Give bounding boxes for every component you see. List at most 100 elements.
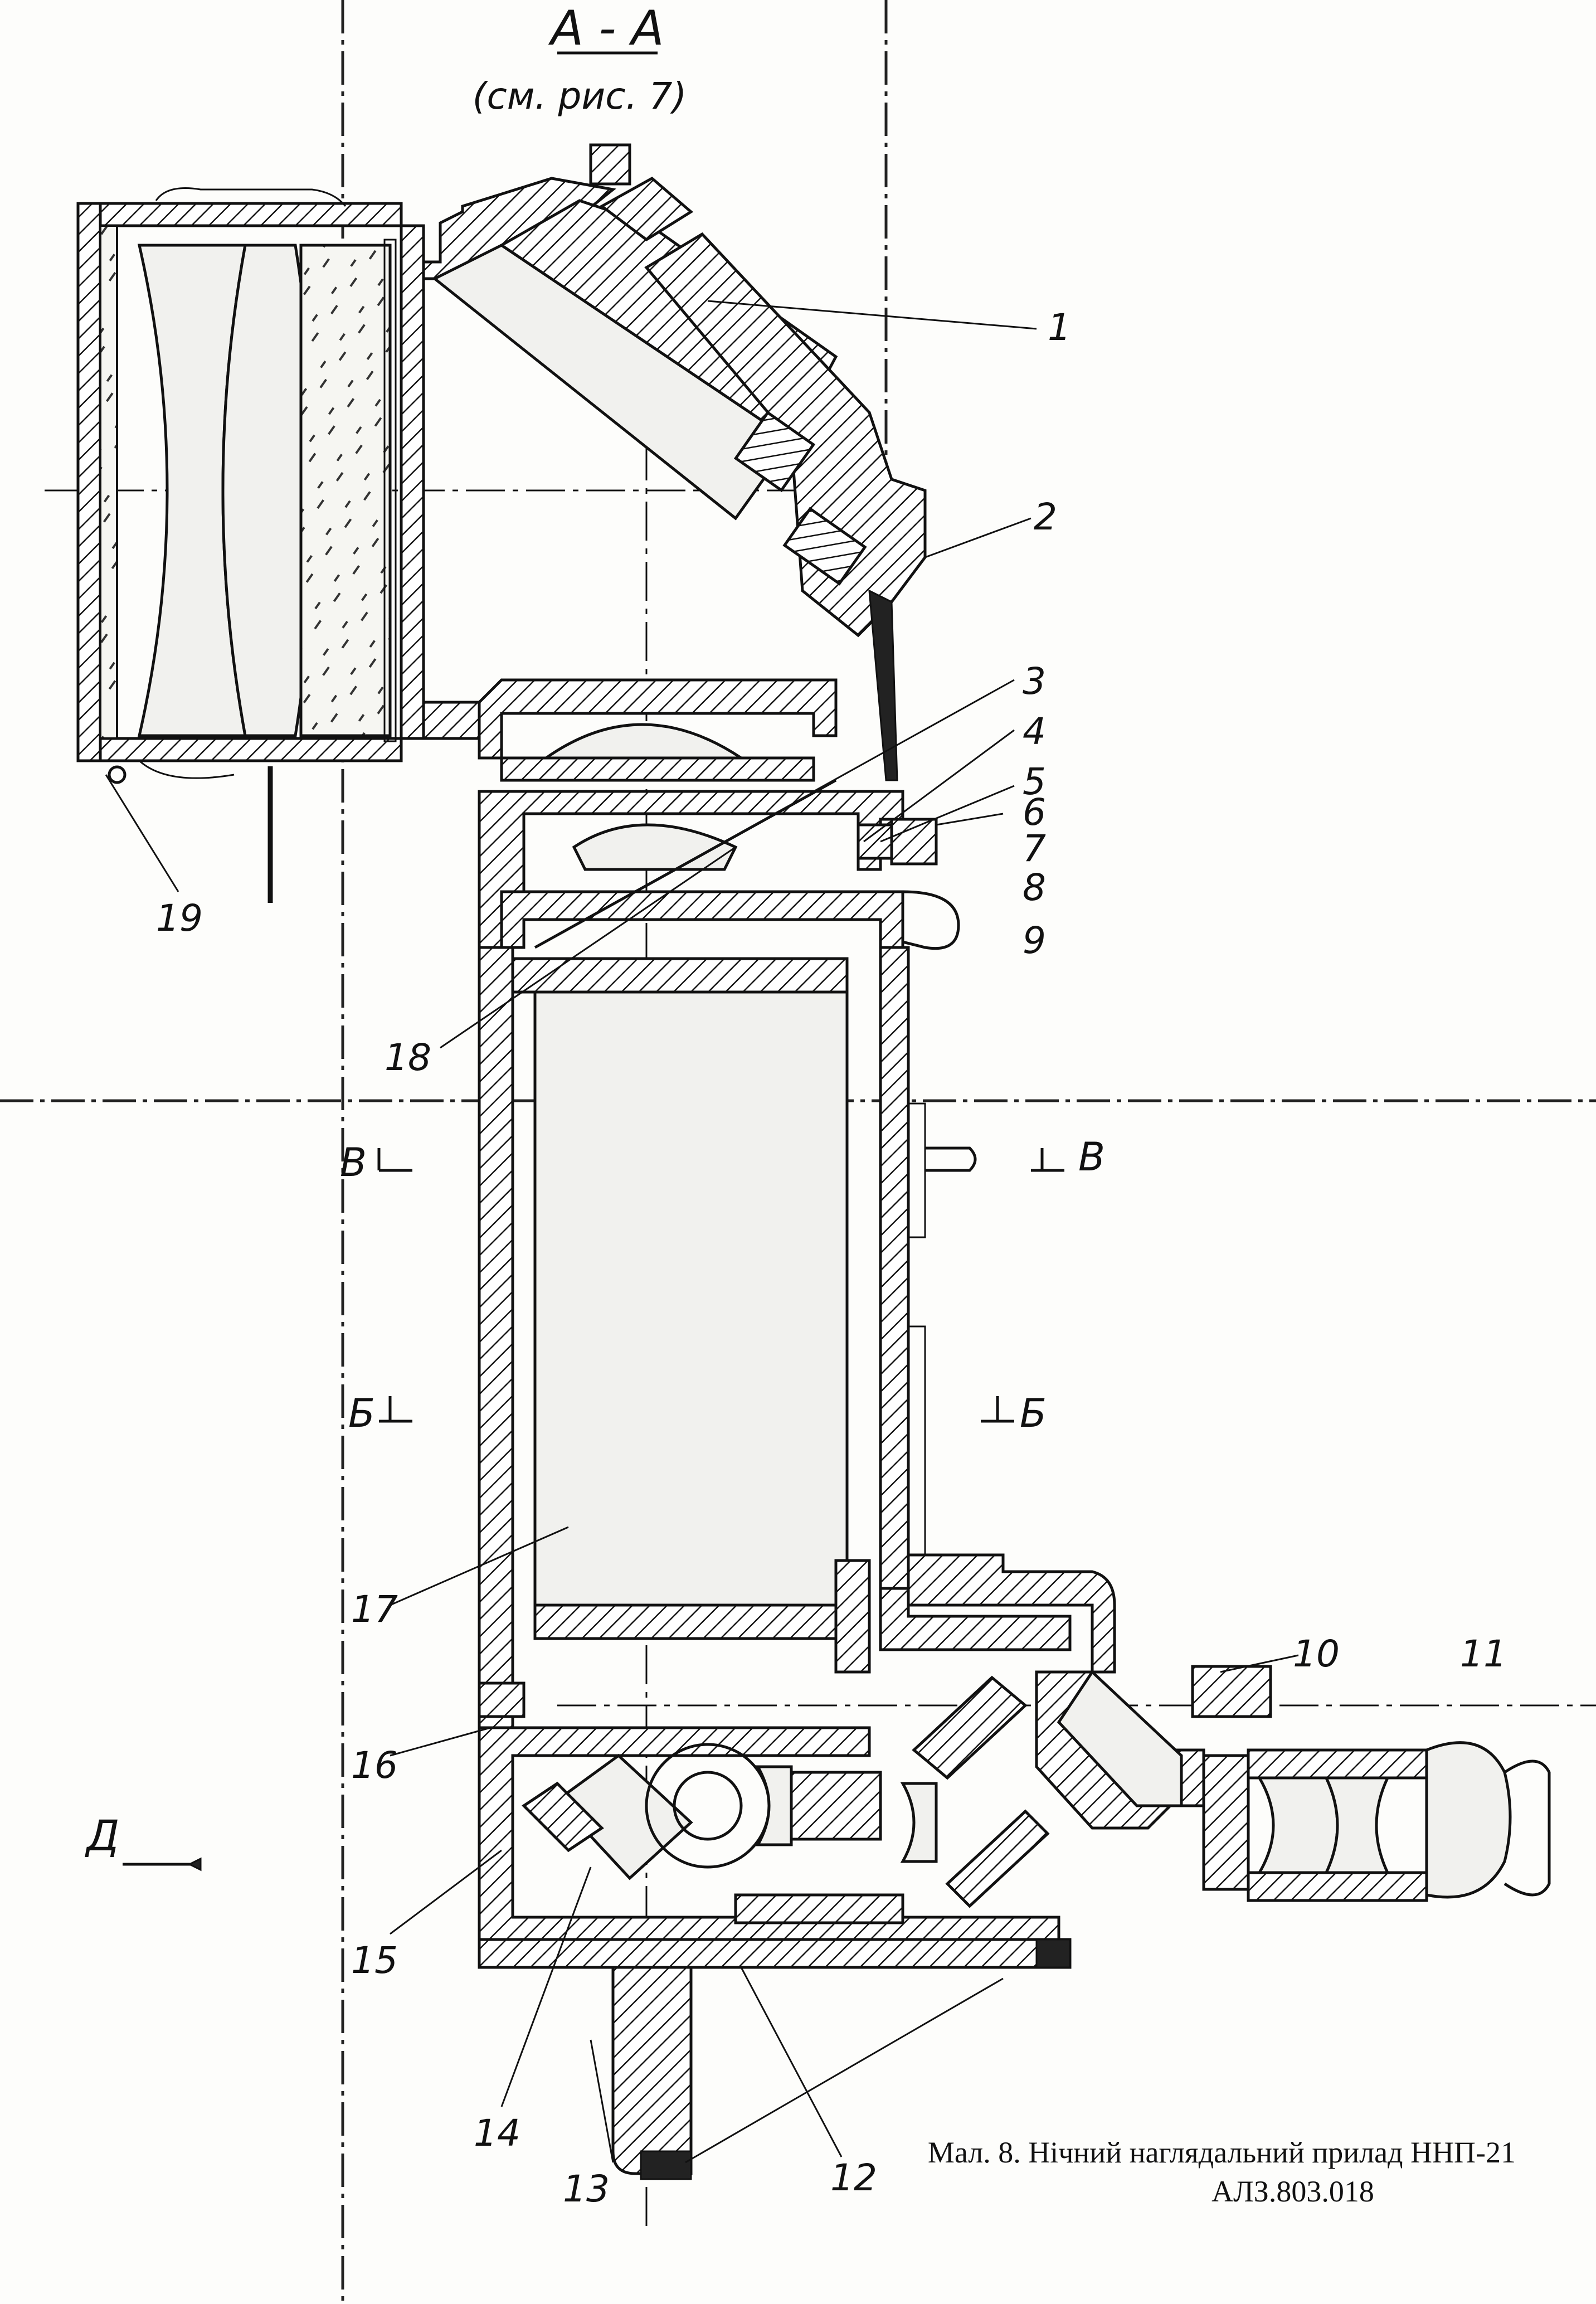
section-mark-b-right: В [1078, 1134, 1105, 1180]
eyepiece-barrel-top [1247, 1748, 1428, 1780]
tube-top-cap [511, 957, 849, 994]
leader-12 [740, 1967, 843, 2157]
adjustment-block-2 [782, 507, 867, 586]
gear-block-upper [599, 176, 694, 242]
objective-housing-bottom [76, 737, 403, 762]
lens-block-top-flange [478, 678, 838, 760]
callout-16: 16 [351, 1744, 398, 1787]
callout-17: 17 [351, 1588, 398, 1631]
knob-body-6 [890, 818, 938, 866]
callout-leaders [105, 300, 1299, 2164]
eyecup-lens [1425, 1741, 1512, 1899]
cable-run [534, 779, 837, 949]
field-lens-seat [500, 756, 815, 782]
adjustment-knob-9 [901, 890, 960, 950]
leader-13-b [590, 2039, 614, 2163]
objective-retaining-ring [383, 239, 397, 742]
leader-14 [500, 1866, 592, 2107]
leader-1 [707, 300, 1037, 330]
objective-top-clamp [155, 187, 347, 207]
view-arrow-head [187, 1857, 202, 1872]
leader-6 [936, 813, 1004, 826]
mounting-stem-13 [611, 1966, 693, 2175]
screw-19 [108, 765, 126, 784]
upper-housing [422, 143, 927, 781]
callout-8: 8 [1023, 866, 1046, 909]
callout-12: 12 [830, 2156, 877, 2199]
caption-code: АЛЗ.803.018 [1211, 2175, 1374, 2208]
housing-right-rib-2 [907, 1325, 926, 1562]
callout-14: 14 [474, 2112, 520, 2155]
tube-bottom-ring [533, 1603, 860, 1640]
view-arrow-label: Д [85, 1811, 119, 1860]
callout-19: 19 [156, 897, 203, 940]
clamp-10 [1191, 1665, 1272, 1718]
image-intensifier-tube-17 [533, 990, 849, 1607]
eyepiece-assembly-11 [1035, 1665, 1551, 1902]
prism-mount-15 [522, 1781, 604, 1853]
tube-side-ring [834, 1559, 871, 1674]
cable-bundle [868, 589, 898, 781]
erecting-lens [900, 1782, 938, 1863]
rotating-lens-inner [673, 1771, 743, 1841]
bracket-1 [589, 143, 631, 186]
callout-1: 1 [1048, 306, 1071, 349]
callout-10: 10 [1293, 1632, 1340, 1675]
leader-4 [863, 729, 1015, 843]
housing-right-wall [879, 946, 910, 1590]
callout-18: 18 [385, 1036, 431, 1079]
objective-bottom-clamp [138, 760, 235, 779]
leader-5 [880, 785, 1015, 843]
collimator-barrel [790, 1771, 882, 1841]
lower-mirror-holder [945, 1809, 1050, 1908]
stem-screw [640, 2150, 692, 2180]
leader-16 [390, 1727, 491, 1757]
collimator-lens [755, 1765, 793, 1846]
callout-7: 7 [1023, 827, 1046, 870]
annotations: A - A (см. рис. 7) В В Б Б Д 1 2 3 4 5 6… [85, 1, 1516, 2210]
adjustment-block-1 [733, 410, 816, 493]
eyepiece-flange [1202, 1754, 1250, 1891]
rubber-eyecup [1503, 1759, 1551, 1897]
lower-prism-block [478, 1675, 1072, 2180]
leader-17 [390, 1526, 569, 1606]
leader-2 [924, 517, 1031, 558]
leader-18 [440, 846, 736, 1049]
caption-title: Мал. 8. Нічний наглядальний прилад ННП-2… [928, 2136, 1516, 2169]
callout-13: 13 [563, 2167, 610, 2210]
eyepiece-arm-tube [907, 1553, 1116, 1674]
screw-16 [478, 1681, 525, 1718]
housing-left-wall [478, 946, 514, 1729]
screw-row [734, 1893, 904, 1924]
eyepiece-barrel-bottom [1247, 1871, 1428, 1902]
upper-mirror-holder [912, 1675, 1028, 1780]
callout-9: 9 [1023, 919, 1046, 962]
eyepiece-lens-1 [1257, 1776, 1339, 1874]
locking-element-5 [857, 823, 893, 860]
lower-housing-base-12 [478, 1938, 1072, 1969]
leader-15 [390, 1849, 502, 1935]
section-reference: (см. рис. 7) [473, 75, 687, 118]
leader-3 [813, 679, 1015, 793]
objective-rear-wall [400, 224, 425, 740]
callout-2: 2 [1034, 495, 1057, 538]
housing-right-rib [907, 1102, 926, 1238]
objective-front-window [99, 225, 118, 740]
section-mark-be-right: Б [1020, 1391, 1047, 1436]
leader-19 [105, 774, 179, 892]
callout-15: 15 [351, 1939, 398, 1982]
field-lens [542, 723, 746, 760]
housing-handle [925, 1146, 977, 1172]
objective-lens-assembly [76, 187, 425, 903]
leader-13-a [685, 1977, 1004, 2164]
relay-lens-lower-frame [500, 890, 904, 949]
section-mark-be-left: Б [348, 1391, 375, 1436]
section-mark-ticks [377, 51, 1064, 1423]
section-title: A - A [548, 1, 664, 56]
section-mark-b-left: В [340, 1140, 367, 1185]
objective-housing-top [76, 202, 403, 227]
callout-11: 11 [1460, 1632, 1507, 1675]
upper-housing-lower-lip [422, 701, 481, 740]
eyepiece-lens-2 [1324, 1776, 1390, 1874]
